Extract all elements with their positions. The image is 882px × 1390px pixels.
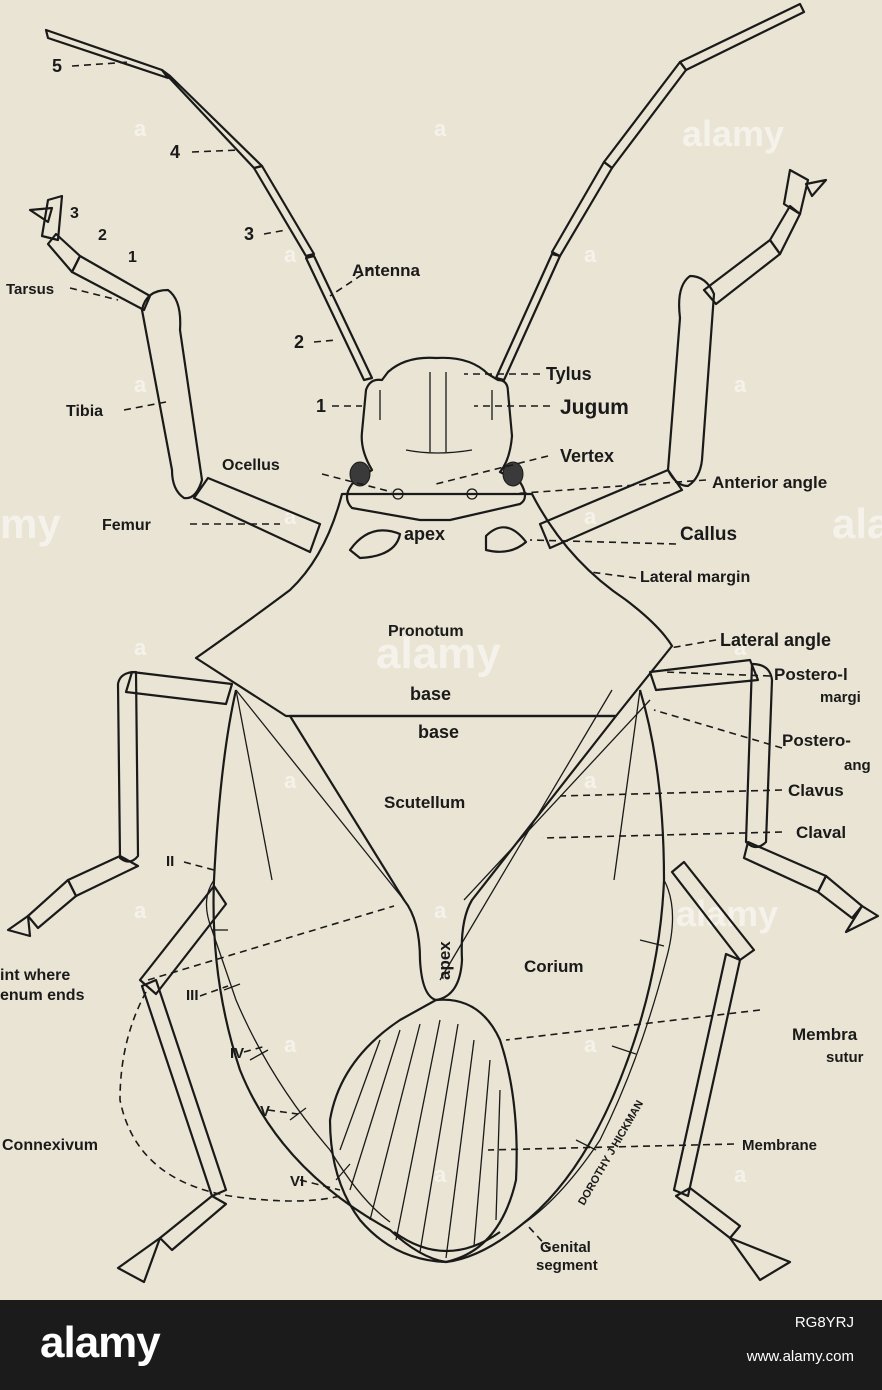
genital-segment: [393, 1231, 501, 1253]
label-postero-angle-2: ang: [844, 757, 871, 774]
watermark-side-left: my: [0, 500, 61, 547]
label-point-where-2: enum ends: [0, 987, 85, 1004]
label-antenna-2: 2: [294, 332, 304, 352]
label-lateral-margin: Lateral margin: [640, 569, 750, 586]
watermark-a-7: a: [284, 504, 297, 529]
label-claval: Claval: [796, 823, 846, 842]
label-tarsus: Tarsus: [6, 281, 54, 298]
label-postero-lateral-margin-1: Postero-l: [774, 665, 848, 684]
label-scutellum: Scutellum: [384, 793, 465, 812]
label-tylus: Tylus: [546, 364, 592, 384]
label-point-where-1: int where: [0, 967, 70, 984]
watermark-a-5: a: [134, 372, 147, 397]
label-genital-1: Genital: [540, 1239, 591, 1256]
right-callus: [484, 526, 528, 553]
watermark-a-6: a: [734, 372, 747, 397]
footer-logo[interactable]: alamy: [40, 1318, 161, 1367]
label-lateral-angle: Lateral angle: [720, 630, 831, 650]
label-antenna-1: 1: [316, 396, 326, 416]
watermark-a-18: a: [734, 1162, 747, 1187]
label-seg-III: III: [186, 987, 199, 1004]
watermark-a-8: a: [584, 504, 597, 529]
label-callus: Callus: [680, 524, 737, 545]
label-connexivum: Connexivum: [2, 1137, 98, 1154]
label-ocellus: Ocellus: [222, 457, 280, 474]
footer-url[interactable]: www.alamy.com: [746, 1348, 854, 1365]
footer-bar: alamy RG8YRJ www.alamy.com: [0, 1300, 882, 1390]
leader-lines: [69, 61, 783, 1251]
head: [345, 356, 527, 522]
insect-body: [6, 2, 880, 1284]
label-apex-scutellum: apex: [435, 941, 454, 980]
footer-image-code: RG8YRJ: [794, 1314, 854, 1331]
label-tarsus-3: 3: [70, 205, 79, 222]
label-genital-2: segment: [536, 1257, 598, 1274]
label-jugum: Jugum: [560, 396, 629, 419]
label-tarsus-2: 2: [98, 227, 107, 244]
watermark-alamy-2: alamy: [376, 629, 501, 678]
label-pronotum: Pronotum: [388, 623, 464, 640]
label-antenna-5: 5: [52, 56, 62, 76]
watermark-a-4: a: [584, 242, 597, 267]
watermark-side-right: ala: [832, 500, 882, 547]
watermark-a-11: a: [284, 768, 297, 793]
diagram-canvas: alamy alamy alamy my ala a a a a a a a a…: [0, 2, 882, 1284]
right-antenna: [494, 2, 806, 382]
left-antenna: [44, 28, 374, 382]
watermark-a-17: a: [434, 1162, 447, 1187]
watermark-a-12: a: [584, 768, 597, 793]
watermark-a-16: a: [584, 1032, 597, 1057]
watermark-a-10: a: [734, 635, 747, 660]
right-eye: [502, 461, 524, 487]
middle-right-leg: [648, 658, 880, 934]
label-seg-V: V: [260, 1103, 270, 1120]
label-seg-VI: VI: [290, 1173, 304, 1190]
labels: 5 4 3 2 1 3 2 1 Tarsus Tibia Antenna Tyl…: [0, 56, 871, 1274]
front-right-leg: [538, 168, 828, 550]
label-base-pronotum: base: [410, 684, 451, 704]
watermark-layer: alamy alamy alamy my ala a a a a a a a a…: [0, 113, 882, 1187]
watermark-a-15: a: [284, 1032, 297, 1057]
label-membrane-suture-1: Membra: [792, 1025, 858, 1044]
label-postero-lateral-margin-2: margi: [820, 689, 861, 706]
label-membrane: Membrane: [742, 1137, 817, 1154]
watermark-a-9: a: [134, 635, 147, 660]
watermark-a-13: a: [434, 898, 447, 923]
middle-left-leg: [6, 670, 234, 938]
label-membrane-suture-2: sutur: [826, 1049, 864, 1066]
membrane-area: [328, 998, 518, 1264]
label-tarsus-1: 1: [128, 249, 137, 266]
label-seg-IV: IV: [230, 1045, 244, 1062]
label-clavus: Clavus: [788, 781, 844, 800]
watermark-a-3: a: [284, 242, 297, 267]
label-antenna-4: 4: [170, 142, 180, 162]
hind-right-leg: [670, 860, 792, 1282]
left-eye: [349, 461, 371, 487]
insect-diagram: alamy alamy alamy my ala a a a a a a a a…: [0, 2, 882, 1284]
hind-left-leg: [116, 884, 228, 1284]
watermark-a-1: a: [434, 116, 447, 141]
label-antenna-3: 3: [244, 224, 254, 244]
left-callus: [348, 529, 402, 560]
watermark-a-2: a: [134, 116, 147, 141]
label-femur: Femur: [102, 517, 151, 534]
label-antenna: Antenna: [352, 261, 421, 280]
label-anterior-angle: Anterior angle: [712, 473, 827, 492]
label-tibia: Tibia: [66, 403, 103, 420]
watermark-alamy-3: alamy: [676, 893, 778, 934]
label-postero-angle-1: Postero-: [782, 731, 851, 750]
front-left-leg: [28, 194, 322, 554]
label-apex-top: apex: [404, 524, 445, 544]
watermark-a-14: a: [134, 898, 147, 923]
label-seg-II: II: [166, 853, 174, 870]
label-vertex: Vertex: [560, 446, 614, 466]
watermark-alamy-1: alamy: [682, 113, 784, 154]
label-corium: Corium: [524, 957, 584, 976]
label-base-scutellum: base: [418, 722, 459, 742]
label-signature: DOROTHY J HICKMAN: [576, 1098, 646, 1207]
